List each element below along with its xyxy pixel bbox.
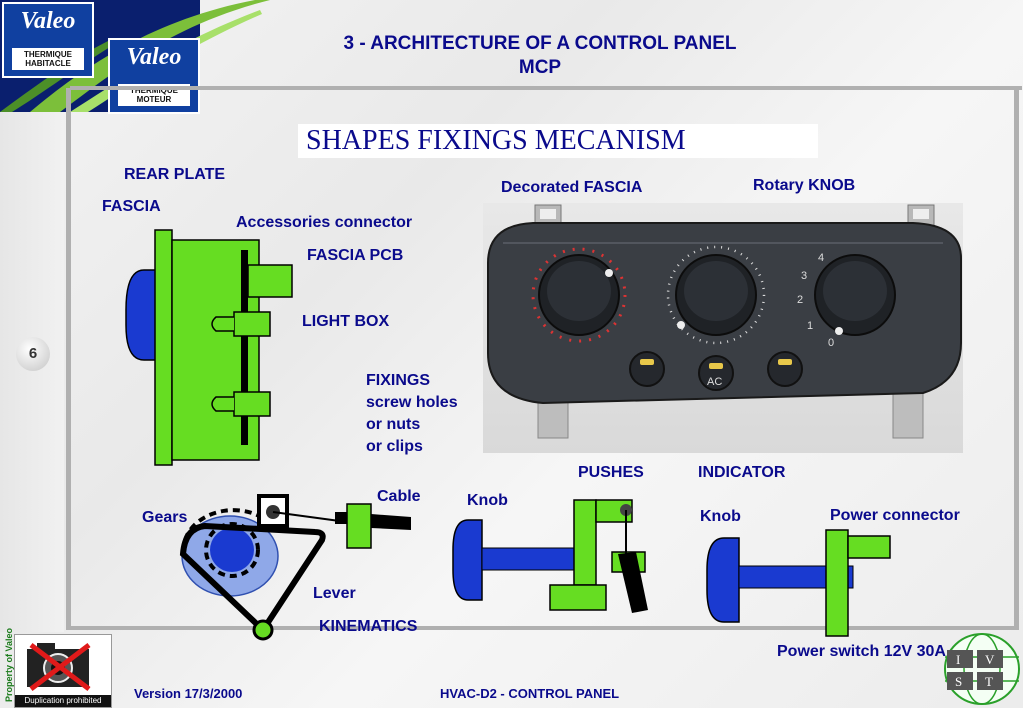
switch-shaft bbox=[738, 565, 854, 589]
fan-scale-0: 0 bbox=[828, 337, 834, 349]
valeo-logo-word: Valeo bbox=[20, 8, 76, 34]
label-fascia: FASCIA bbox=[102, 198, 161, 215]
push-frame-vertical bbox=[573, 499, 597, 586]
push-knob-cap bbox=[452, 519, 483, 601]
lever-pivot bbox=[252, 619, 274, 641]
ivst-globe-logo: I V S T bbox=[944, 633, 1020, 705]
label-rotary-knob: Rotary KNOB bbox=[753, 177, 856, 194]
left-margin-band bbox=[0, 112, 64, 632]
camera-forbidden-icon bbox=[27, 643, 91, 691]
fan-scale-3: 3 bbox=[801, 270, 807, 282]
logo-sub-line1: THERMIQUE bbox=[24, 50, 72, 59]
valeo-logo-moteur: Valeo THERMIQUE MOTEUR bbox=[108, 38, 200, 114]
label-kinematics: KINEMATICS bbox=[319, 618, 418, 635]
fascia-front-plate bbox=[154, 229, 173, 466]
cable-line bbox=[272, 511, 348, 523]
label-rear-plate: REAR PLATE bbox=[124, 166, 226, 183]
label-cable: Cable bbox=[377, 488, 421, 505]
fan-scale-1: 1 bbox=[807, 320, 813, 332]
label-fixings: FIXINGS screw holes or nuts or clips bbox=[366, 370, 458, 458]
fixing-clip-bottom bbox=[211, 396, 234, 412]
page-title-line2: MCP bbox=[518, 57, 562, 78]
footer-document: HVAC-D2 - CONTROL PANEL bbox=[440, 686, 620, 701]
valeo-logo-habitacle: Valeo THERMIQUE HABITACLE bbox=[2, 2, 94, 78]
label-indicator: INDICATOR bbox=[698, 464, 786, 481]
label-fixings-line2: screw holes bbox=[366, 394, 458, 411]
subtitle-box: SHAPES FIXINGS MECANISM bbox=[298, 124, 818, 158]
page-title-line1: 3 - ARCHITECTURE OF A CONTROL PANEL bbox=[343, 33, 737, 54]
kinematics-diagram bbox=[179, 494, 411, 641]
label-light-box: LIGHT BOX bbox=[302, 313, 390, 330]
label-fixings-line3: or nuts bbox=[366, 416, 421, 433]
label-power-connector: Power connector bbox=[830, 507, 960, 524]
accessories-connector bbox=[247, 264, 293, 298]
cable-bracket bbox=[257, 494, 289, 528]
label-pushes: PUSHES bbox=[578, 464, 644, 481]
push-indicator-rod bbox=[618, 552, 648, 613]
cable-clamp bbox=[346, 503, 372, 549]
subtitle-text: SHAPES FIXINGS MECANISM bbox=[306, 125, 686, 156]
cable-end bbox=[335, 512, 347, 524]
valeo-logo-word: Valeo bbox=[126, 44, 182, 70]
power-switch-diagram bbox=[706, 529, 891, 637]
label-knob-push: Knob bbox=[467, 492, 508, 509]
header-rule bbox=[70, 86, 1022, 90]
frame-bottom-rule bbox=[66, 626, 1019, 630]
page-title: 3 - ARCHITECTURE OF A CONTROL PANEL MCP bbox=[340, 32, 740, 80]
property-of-valeo-vertical: Property of Valeo bbox=[0, 628, 14, 708]
label-decorated-fascia: Decorated FASCIA bbox=[501, 179, 643, 196]
frame-right-rule bbox=[1014, 88, 1019, 628]
push-button-diagram bbox=[452, 499, 648, 613]
label-gears: Gears bbox=[142, 509, 188, 526]
cable-sheath bbox=[371, 514, 411, 530]
ivst-letter-s: S bbox=[955, 674, 962, 689]
switch-body bbox=[825, 529, 849, 637]
switch-knob-cap bbox=[706, 537, 740, 623]
logo-sub-line2: MOTEUR bbox=[136, 95, 172, 104]
label-accessories-connector: Accessories connector bbox=[236, 214, 413, 231]
ivst-letter-i: I bbox=[956, 652, 960, 667]
label-fascia-pcb: FASCIA PCB bbox=[307, 247, 404, 264]
push-shaft bbox=[481, 547, 589, 571]
fixing-lower-block bbox=[233, 391, 271, 417]
logo-sub-line1: THERMIQUE bbox=[130, 86, 178, 95]
footer-bar: Version 17/3/2000 HVAC-D2 - CONTROL PANE… bbox=[118, 680, 938, 706]
label-fixings-line1: FIXINGS bbox=[366, 372, 431, 389]
duplication-text: Duplication prohibited bbox=[15, 695, 111, 707]
lever-belt bbox=[179, 522, 326, 635]
front-knob-cap bbox=[125, 269, 157, 361]
push-frame-bottom bbox=[549, 584, 607, 611]
fan-scale-2: 2 bbox=[797, 294, 803, 306]
fascia-pcb bbox=[241, 250, 248, 445]
property-text: Property of Valeo bbox=[4, 627, 14, 702]
ivst-letter-t: T bbox=[985, 674, 993, 689]
label-knob-switch: Knob bbox=[700, 508, 741, 525]
footer-version: Version 17/3/2000 bbox=[134, 686, 243, 701]
control-panel-photo-art: 4 3 2 1 0 AC bbox=[487, 204, 962, 439]
frame-left-rule bbox=[66, 88, 71, 628]
control-panel-section-diagram bbox=[125, 229, 293, 466]
fixing-clip-top bbox=[211, 316, 234, 332]
duplication-prohibited-badge: Duplication prohibited bbox=[14, 634, 112, 708]
fan-scale-4: 4 bbox=[818, 252, 824, 264]
page-number-badge: 6 bbox=[16, 337, 50, 371]
label-lever: Lever bbox=[313, 585, 356, 602]
power-connector-block bbox=[847, 535, 891, 559]
valeo-logo-sub: THERMIQUE HABITACLE bbox=[12, 48, 84, 70]
control-panel-photo: 4 3 2 1 0 AC bbox=[483, 203, 963, 453]
light-box bbox=[233, 311, 271, 337]
gear-small bbox=[210, 528, 254, 572]
label-power-switch: Power switch 12V 30A bbox=[777, 643, 946, 660]
logo-sub-line2: HABITACLE bbox=[25, 59, 71, 68]
ac-button-text: AC bbox=[707, 376, 722, 388]
ivst-letter-v: V bbox=[985, 652, 995, 667]
label-fixings-line4: or clips bbox=[366, 438, 423, 455]
